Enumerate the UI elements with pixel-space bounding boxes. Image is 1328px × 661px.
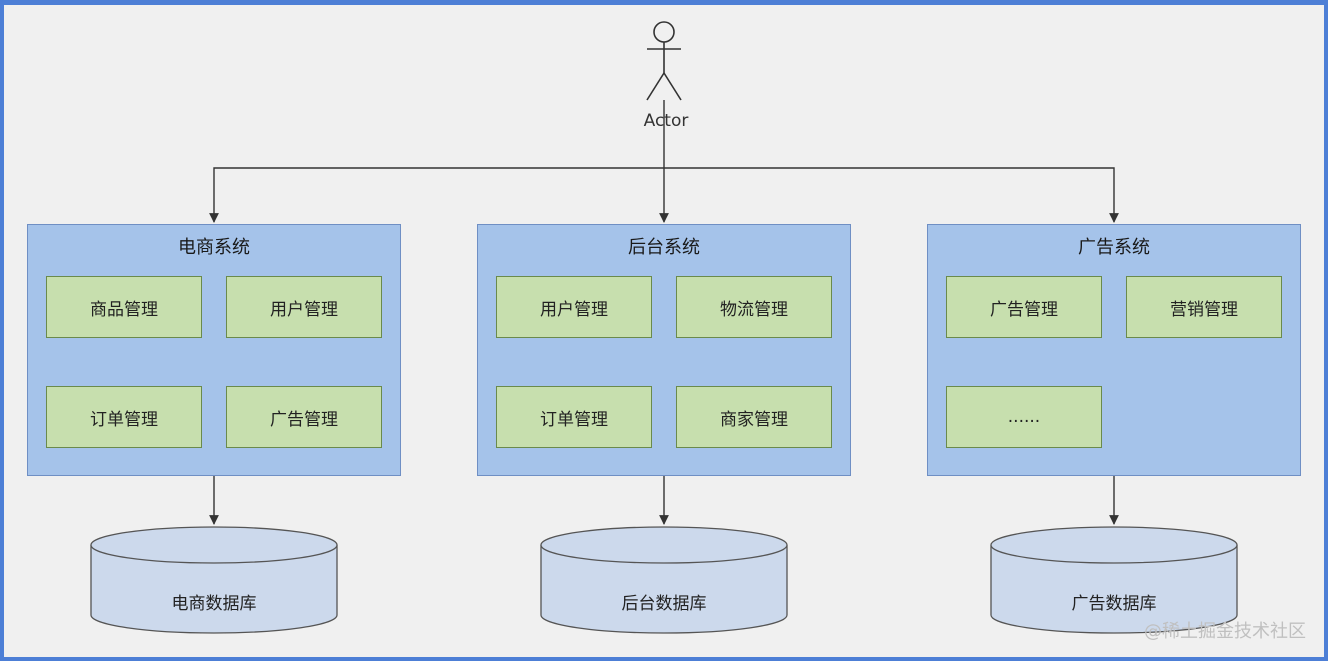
connector-actor-to-left: [209, 167, 664, 223]
system-title: 电商系统: [178, 237, 250, 258]
database-label: 后台数据库: [621, 594, 707, 614]
database-label: 电商数据库: [171, 594, 257, 614]
module-box: 物流管理: [676, 276, 832, 338]
database-label: 广告数据库: [1071, 594, 1157, 614]
module-box: 商家管理: [676, 386, 832, 448]
database-cylinder-3: [990, 526, 1238, 634]
module-box: 营销管理: [1126, 276, 1282, 338]
database-cylinder-2: [540, 526, 788, 634]
module-box: 用户管理: [496, 276, 652, 338]
watermark: @稀土掘金技术社区: [1144, 621, 1306, 642]
actor-label: Actor: [643, 111, 689, 131]
database-cylinder-1: [90, 526, 338, 634]
module-box: 广告管理: [226, 386, 382, 448]
module-box: 订单管理: [46, 386, 202, 448]
diagram-canvas: Actor 电商系统 商品管理 用户管理 订单管理 广告管理 后台系统 用户管理…: [4, 5, 1324, 657]
actor-icon: [646, 21, 682, 101]
module-box: 用户管理: [226, 276, 382, 338]
module-box: 商品管理: [46, 276, 202, 338]
system-box-backend: 后台系统 用户管理 物流管理 订单管理 商家管理: [477, 224, 851, 476]
module-box: 广告管理: [946, 276, 1102, 338]
system-box-advertising: 广告系统 广告管理 营销管理 ......: [927, 224, 1301, 476]
connector-layer: [90, 21, 1238, 634]
system-title: 后台系统: [628, 237, 700, 258]
connector-actor-to-right: [664, 167, 1119, 223]
system-title: 广告系统: [1078, 237, 1150, 258]
module-box: 订单管理: [496, 386, 652, 448]
system-box-ecommerce: 电商系统 商品管理 用户管理 订单管理 广告管理: [27, 224, 401, 476]
module-box: ......: [946, 386, 1102, 448]
